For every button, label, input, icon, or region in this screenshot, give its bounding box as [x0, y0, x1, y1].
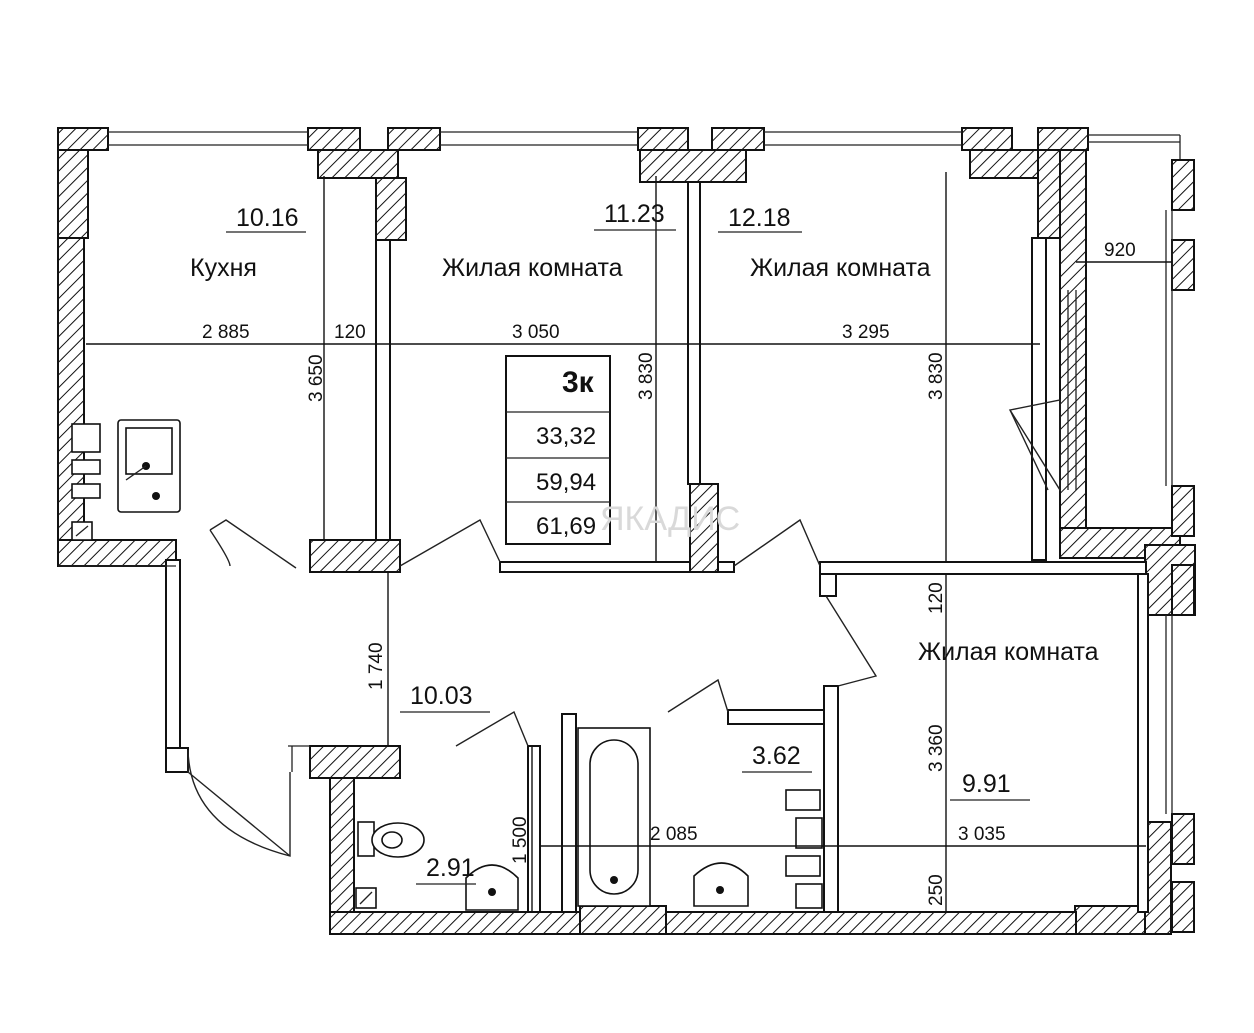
summary-box: 3к 33,32 59,94 61,69: [505, 355, 611, 545]
dim-1740: 1 740: [366, 642, 387, 690]
dim-120-right: 120: [926, 582, 947, 614]
doors: [187, 399, 1061, 857]
room2-name: Жилая комната: [750, 254, 931, 282]
kitchen-area: 10.16: [236, 204, 299, 232]
dim-2085: 2 085: [650, 824, 698, 845]
watermark: ЯКАДИС: [600, 500, 740, 538]
toilet-icon: [357, 821, 425, 858]
kitchen-name: Кухня: [190, 254, 257, 282]
dim-1500: 1 500: [510, 816, 531, 864]
dim-120-top: 120: [334, 322, 366, 343]
room2-area: 12.18: [728, 204, 791, 232]
dim-3035: 3 035: [958, 824, 1006, 845]
sink-icon: [693, 862, 749, 907]
apartment-type: 3к: [562, 366, 595, 399]
dim-3650: 3 650: [306, 354, 327, 402]
wc-area: 2.91: [426, 854, 475, 882]
structural-walls: [57, 127, 1196, 935]
dim-250: 250: [926, 874, 947, 906]
fixtures: [71, 419, 823, 911]
dim-3830-b: 3 830: [926, 352, 947, 400]
room1-name: Жилая комната: [442, 254, 623, 282]
dim-3360: 3 360: [926, 724, 947, 772]
cabinet-icon: [71, 423, 101, 453]
room1-area: 11.23: [604, 200, 665, 228]
bath-area: 3.62: [752, 742, 801, 770]
sink-icon: [465, 864, 519, 911]
hall-area: 10.03: [410, 682, 473, 710]
room3-area: 9.91: [962, 770, 1011, 798]
dim-2885: 2 885: [202, 322, 250, 343]
dimension-texts: 2 885 120 3 050 3 295 3 650 3 830 3 830 …: [202, 240, 1136, 906]
total-area-with-balcony: 61,69: [536, 513, 596, 540]
dim-920: 920: [1104, 240, 1136, 261]
room3-name: Жилая комната: [918, 638, 1099, 666]
living-area: 33,32: [536, 423, 596, 450]
partition-walls: [58, 181, 1173, 913]
total-area: 59,94: [536, 469, 596, 496]
dim-3295: 3 295: [842, 322, 890, 343]
dim-3830-a: 3 830: [636, 352, 657, 400]
room-labels: 10.16 Кухня 11.23 Жилая комната 12.18 Жи…: [190, 200, 1099, 885]
dimension-lines: [86, 172, 1172, 912]
dim-3050: 3 050: [512, 322, 560, 343]
bathtub-icon: [577, 727, 651, 907]
